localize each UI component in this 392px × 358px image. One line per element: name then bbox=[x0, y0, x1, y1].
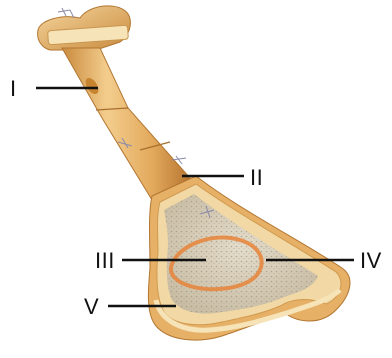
label-ii: II bbox=[250, 167, 263, 189]
label-i: I bbox=[10, 78, 17, 100]
label-iii: III bbox=[95, 250, 115, 272]
distal-epiphysis bbox=[148, 176, 350, 340]
diaphysis-shaft bbox=[62, 48, 190, 200]
label-v: V bbox=[84, 296, 99, 318]
proximal-epiphysis bbox=[38, 6, 131, 50]
label-iv: IV bbox=[360, 250, 382, 272]
